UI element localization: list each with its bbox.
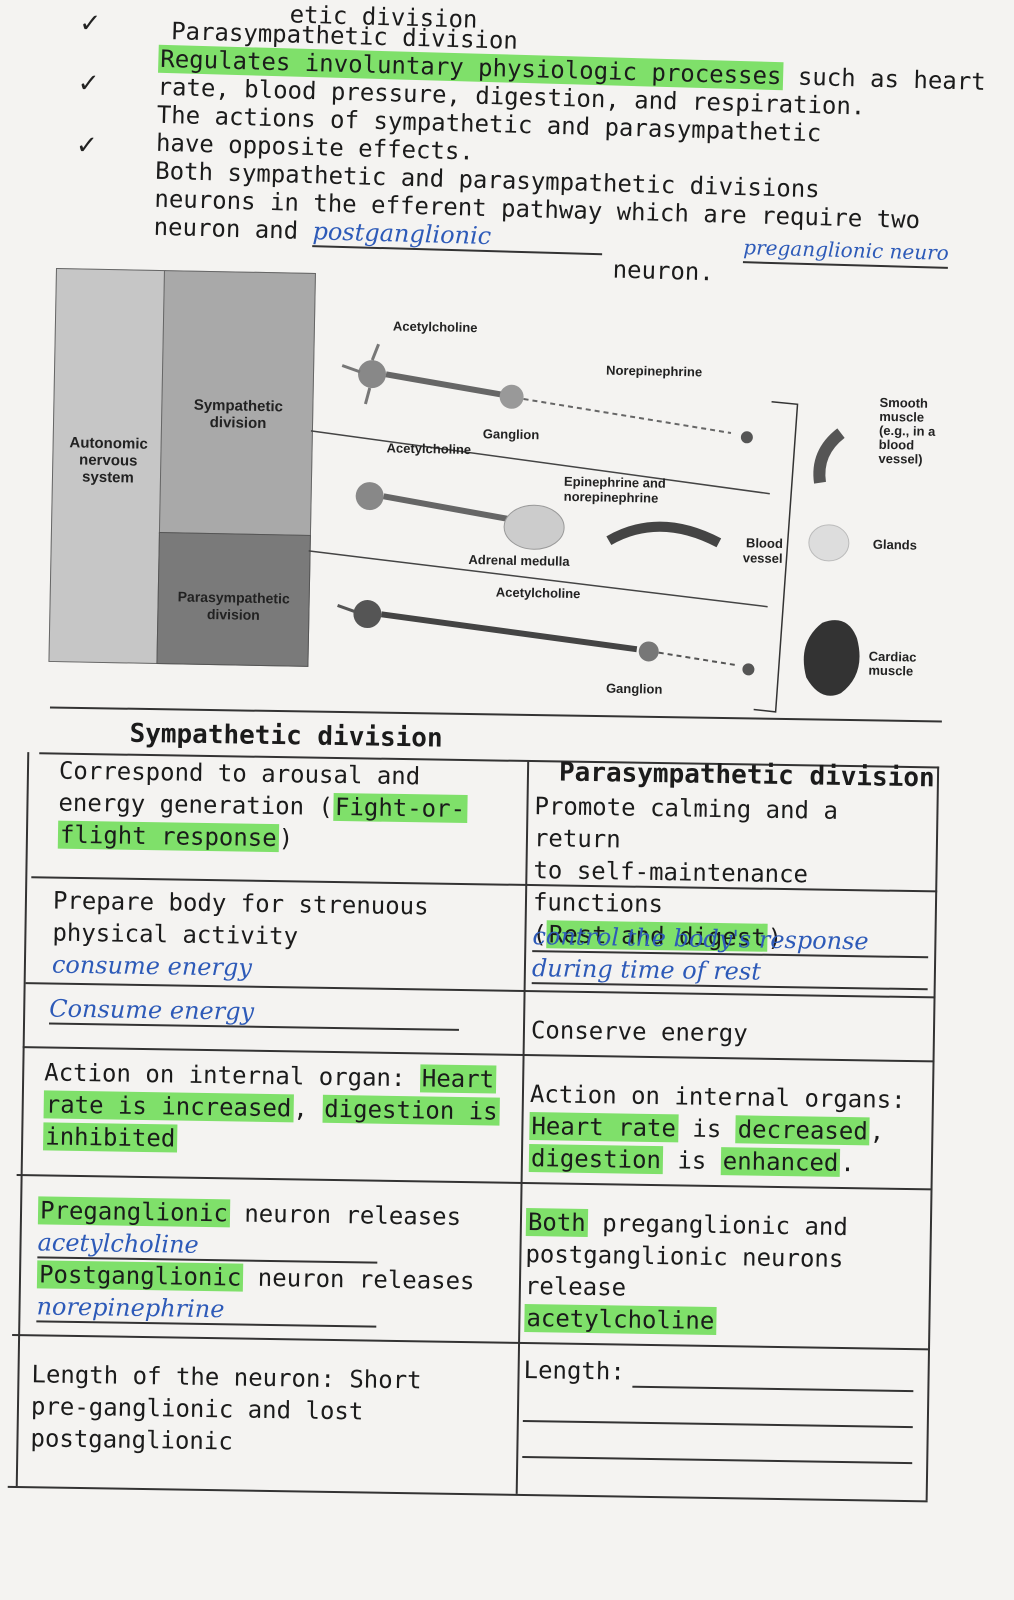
handwritten-norepinephrine: norepinephrine xyxy=(36,1290,377,1328)
header-sympathetic: Sympathetic division xyxy=(129,718,443,754)
smooth-muscle-label: Smooth muscle (e.g., in a blood vessel) xyxy=(878,394,936,467)
sympathetic-label: Sympathetic division xyxy=(193,396,284,433)
cardiac-muscle-label: Cardiac muscle xyxy=(868,648,917,679)
handwritten-acetylcholine: acetylcholine xyxy=(37,1226,378,1264)
parasympathetic-neuron xyxy=(337,600,755,676)
gland-icon xyxy=(808,524,850,562)
acetylcholine-label-2: Acetylcholine xyxy=(386,440,472,458)
check-mark-icon: ✓ xyxy=(78,8,102,40)
row5-sympathetic: Preganglionic neuron releases acetylchol… xyxy=(36,1194,508,1329)
comparison-table: Sympathetic division Parasympathetic div… xyxy=(7,706,942,1520)
row3-parasympathetic: Conserve energy xyxy=(530,1016,748,1048)
notes-section: etic division ✓ Parasympathetic division… xyxy=(60,0,987,286)
check-mark-icon: ✓ xyxy=(77,68,100,100)
row1-sympathetic: Correspond to arousal and energy generat… xyxy=(57,756,468,853)
row6-parasympathetic: Length: xyxy=(522,1354,914,1465)
header-parasympathetic: Parasympathetic division xyxy=(558,757,935,794)
row-divider xyxy=(308,550,768,608)
blood-vessel-shape xyxy=(606,521,722,548)
blood-vessel-label: Blood vessel xyxy=(742,535,783,567)
acetylcholine-label-1: Acetylcholine xyxy=(392,318,478,336)
parasympathetic-label: Parasympathetic division xyxy=(177,588,290,623)
neuron-pathways-svg xyxy=(308,343,860,713)
row3-sympathetic: Consume energy xyxy=(49,992,460,1031)
length-answer-blank[interactable] xyxy=(522,1385,914,1429)
row4-parasympathetic: Action on internal organs: Heart rate is… xyxy=(528,1080,906,1178)
row4-sympathetic: Action on internal organ: Heart rate is … xyxy=(43,1058,500,1153)
check-mark-icon: ✓ xyxy=(75,130,99,162)
row5-parasympathetic: Both preganglionic and postganglionic ne… xyxy=(524,1208,849,1336)
row2-sympathetic: Prepare body for strenuous physical acti… xyxy=(52,885,513,988)
row6-sympathetic: Length of the neuron: Short pre-ganglion… xyxy=(30,1360,422,1456)
adrenal-medulla-label: Adrenal medulla xyxy=(468,551,570,569)
adrenal-pathway xyxy=(355,482,722,550)
acetylcholine-label-3: Acetylcholine xyxy=(495,584,581,602)
ganglion-label-2: Ganglion xyxy=(605,680,663,697)
row2-parasympathetic: control the body's response during time … xyxy=(531,920,929,991)
epinephrine-label: Epinephrine and norepinephrine xyxy=(563,473,666,506)
glands-label: Glands xyxy=(872,536,918,553)
heart-icon xyxy=(803,620,860,696)
handwritten-consume-energy: consume energy xyxy=(51,950,253,982)
length-answer-blank[interactable] xyxy=(522,1421,913,1465)
ganglion-label-1: Ganglion xyxy=(482,426,540,443)
autonomic-diagram: Autonomic nervous system Sympathetic div… xyxy=(48,268,956,725)
sympathetic-preganglionic-neuron xyxy=(341,343,753,444)
norepinephrine-label: Norepinephrine xyxy=(605,362,703,380)
ans-label: Autonomic nervous system xyxy=(69,434,148,487)
handwritten-during-rest: during time of rest xyxy=(531,952,929,991)
smooth-muscle-icon xyxy=(813,428,845,484)
length-answer-blank[interactable] xyxy=(632,1357,914,1393)
target-bracket xyxy=(753,401,799,713)
row-divider xyxy=(310,430,770,495)
handwritten-preganglionic: preganglionic neuro xyxy=(742,233,950,269)
